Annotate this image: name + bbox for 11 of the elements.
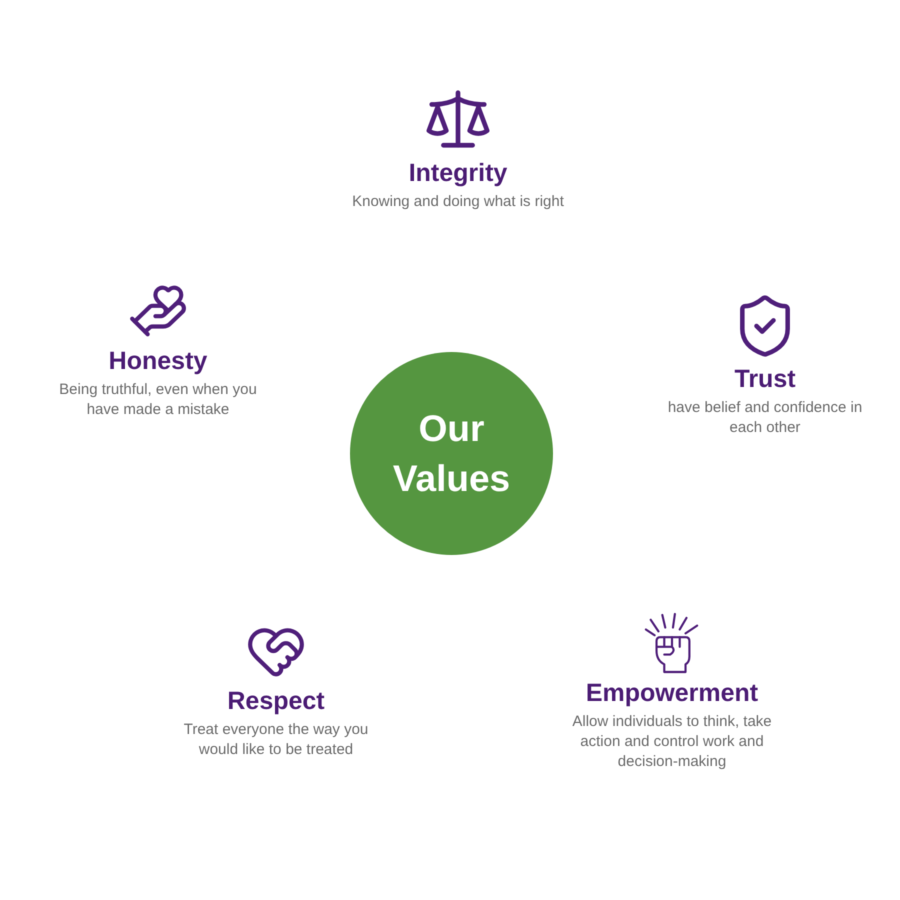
value-title: Trust: [734, 364, 796, 394]
value-title: Empowerment: [586, 678, 758, 708]
value-description: Knowing and doing what is right: [351, 192, 565, 212]
value-description: Treat everyone the way you would like to be treated: [182, 720, 370, 760]
value-description: Being truthful, even when you have made a mistake: [58, 380, 258, 420]
value-title: Honesty: [108, 346, 208, 376]
value-description: Allow individuals to think, take action and control work and decision-making: [571, 712, 773, 772]
center-title: Our Values: [392, 406, 512, 500]
value-title: Integrity: [408, 158, 508, 188]
value-title: Respect: [227, 686, 325, 716]
value-description: have belief and confidence in each other: [666, 398, 864, 438]
